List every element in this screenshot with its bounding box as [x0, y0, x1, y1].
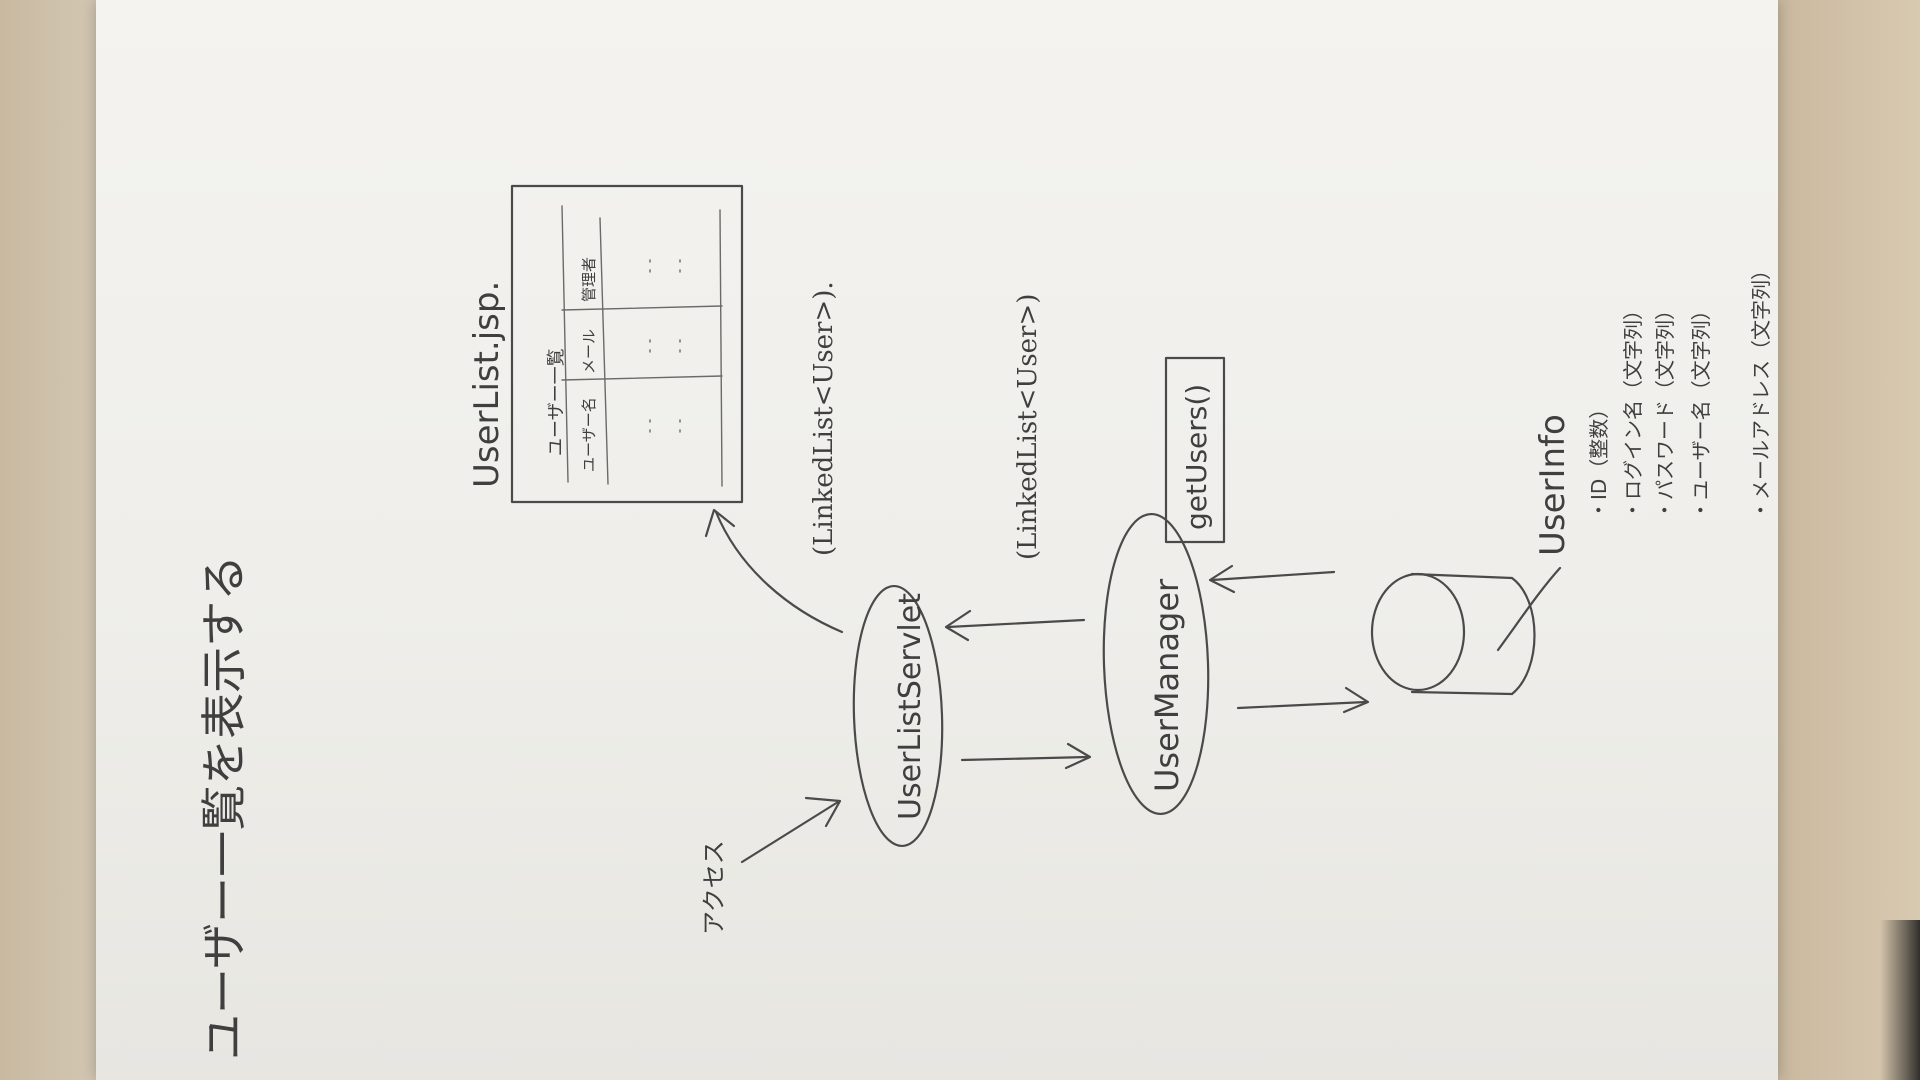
- arrow-manager-to-servlet: [944, 609, 1086, 642]
- flow-label-manager-to-servlet: (LinkedList<User>): [1013, 294, 1043, 560]
- db-field-password: ・パスワード（文字列）: [1653, 300, 1677, 520]
- paper-sheet: [96, 0, 1778, 1080]
- desk-surface-left: [0, 0, 102, 1080]
- diagram-title: ユーザー一覧を表示する: [197, 555, 251, 1060]
- jsp-column-username: ユーザー名: [580, 397, 598, 472]
- arrow-manager-to-db: [1236, 686, 1370, 714]
- jsp-name: UserList.jsp.: [467, 281, 507, 488]
- arrow-servlet-to-jsp: [704, 508, 844, 634]
- method-box-label: getUsers(): [1180, 384, 1213, 530]
- db-field-username: ・ユーザー名（文字列）: [1689, 300, 1713, 520]
- db-label-connector: [1496, 566, 1562, 652]
- arrow-db-to-manager: [1208, 564, 1336, 594]
- arrow-servlet-to-manager: [960, 742, 1092, 770]
- flow-label-servlet-to-jsp: (LinkedList<User>).: [809, 281, 839, 556]
- paper-corner-shadow: [1880, 920, 1920, 1080]
- servlet-label: UserListServlet: [893, 593, 928, 820]
- manager-label: UserManager: [1148, 578, 1186, 792]
- jsp-table-title: ユーザー一覧: [546, 348, 567, 456]
- db-field-id: ・ID（整数）: [1587, 399, 1611, 520]
- jsp-page-sketch: UserList.jsp. ユーザー一覧 ユーザー名 メール 管理者: [467, 184, 744, 504]
- manager-node: UserManager: [1102, 512, 1210, 816]
- database-icon: [1370, 572, 1536, 696]
- servlet-node: UserListServlet: [852, 584, 944, 848]
- arrow-access-to-servlet: [740, 796, 842, 864]
- db-field-login-name: ・ログイン名（文字列）: [1621, 300, 1645, 520]
- db-table-name: UserInfo: [1533, 414, 1573, 556]
- jsp-column-admin: 管理者: [580, 257, 598, 302]
- jsp-column-email: メール: [580, 329, 598, 374]
- method-box: getUsers(): [1164, 356, 1226, 544]
- db-field-email: ・メールアドレス（文字列）: [1749, 260, 1773, 520]
- access-label: アクセス: [700, 840, 728, 935]
- desk-surface-right: [1770, 0, 1920, 1080]
